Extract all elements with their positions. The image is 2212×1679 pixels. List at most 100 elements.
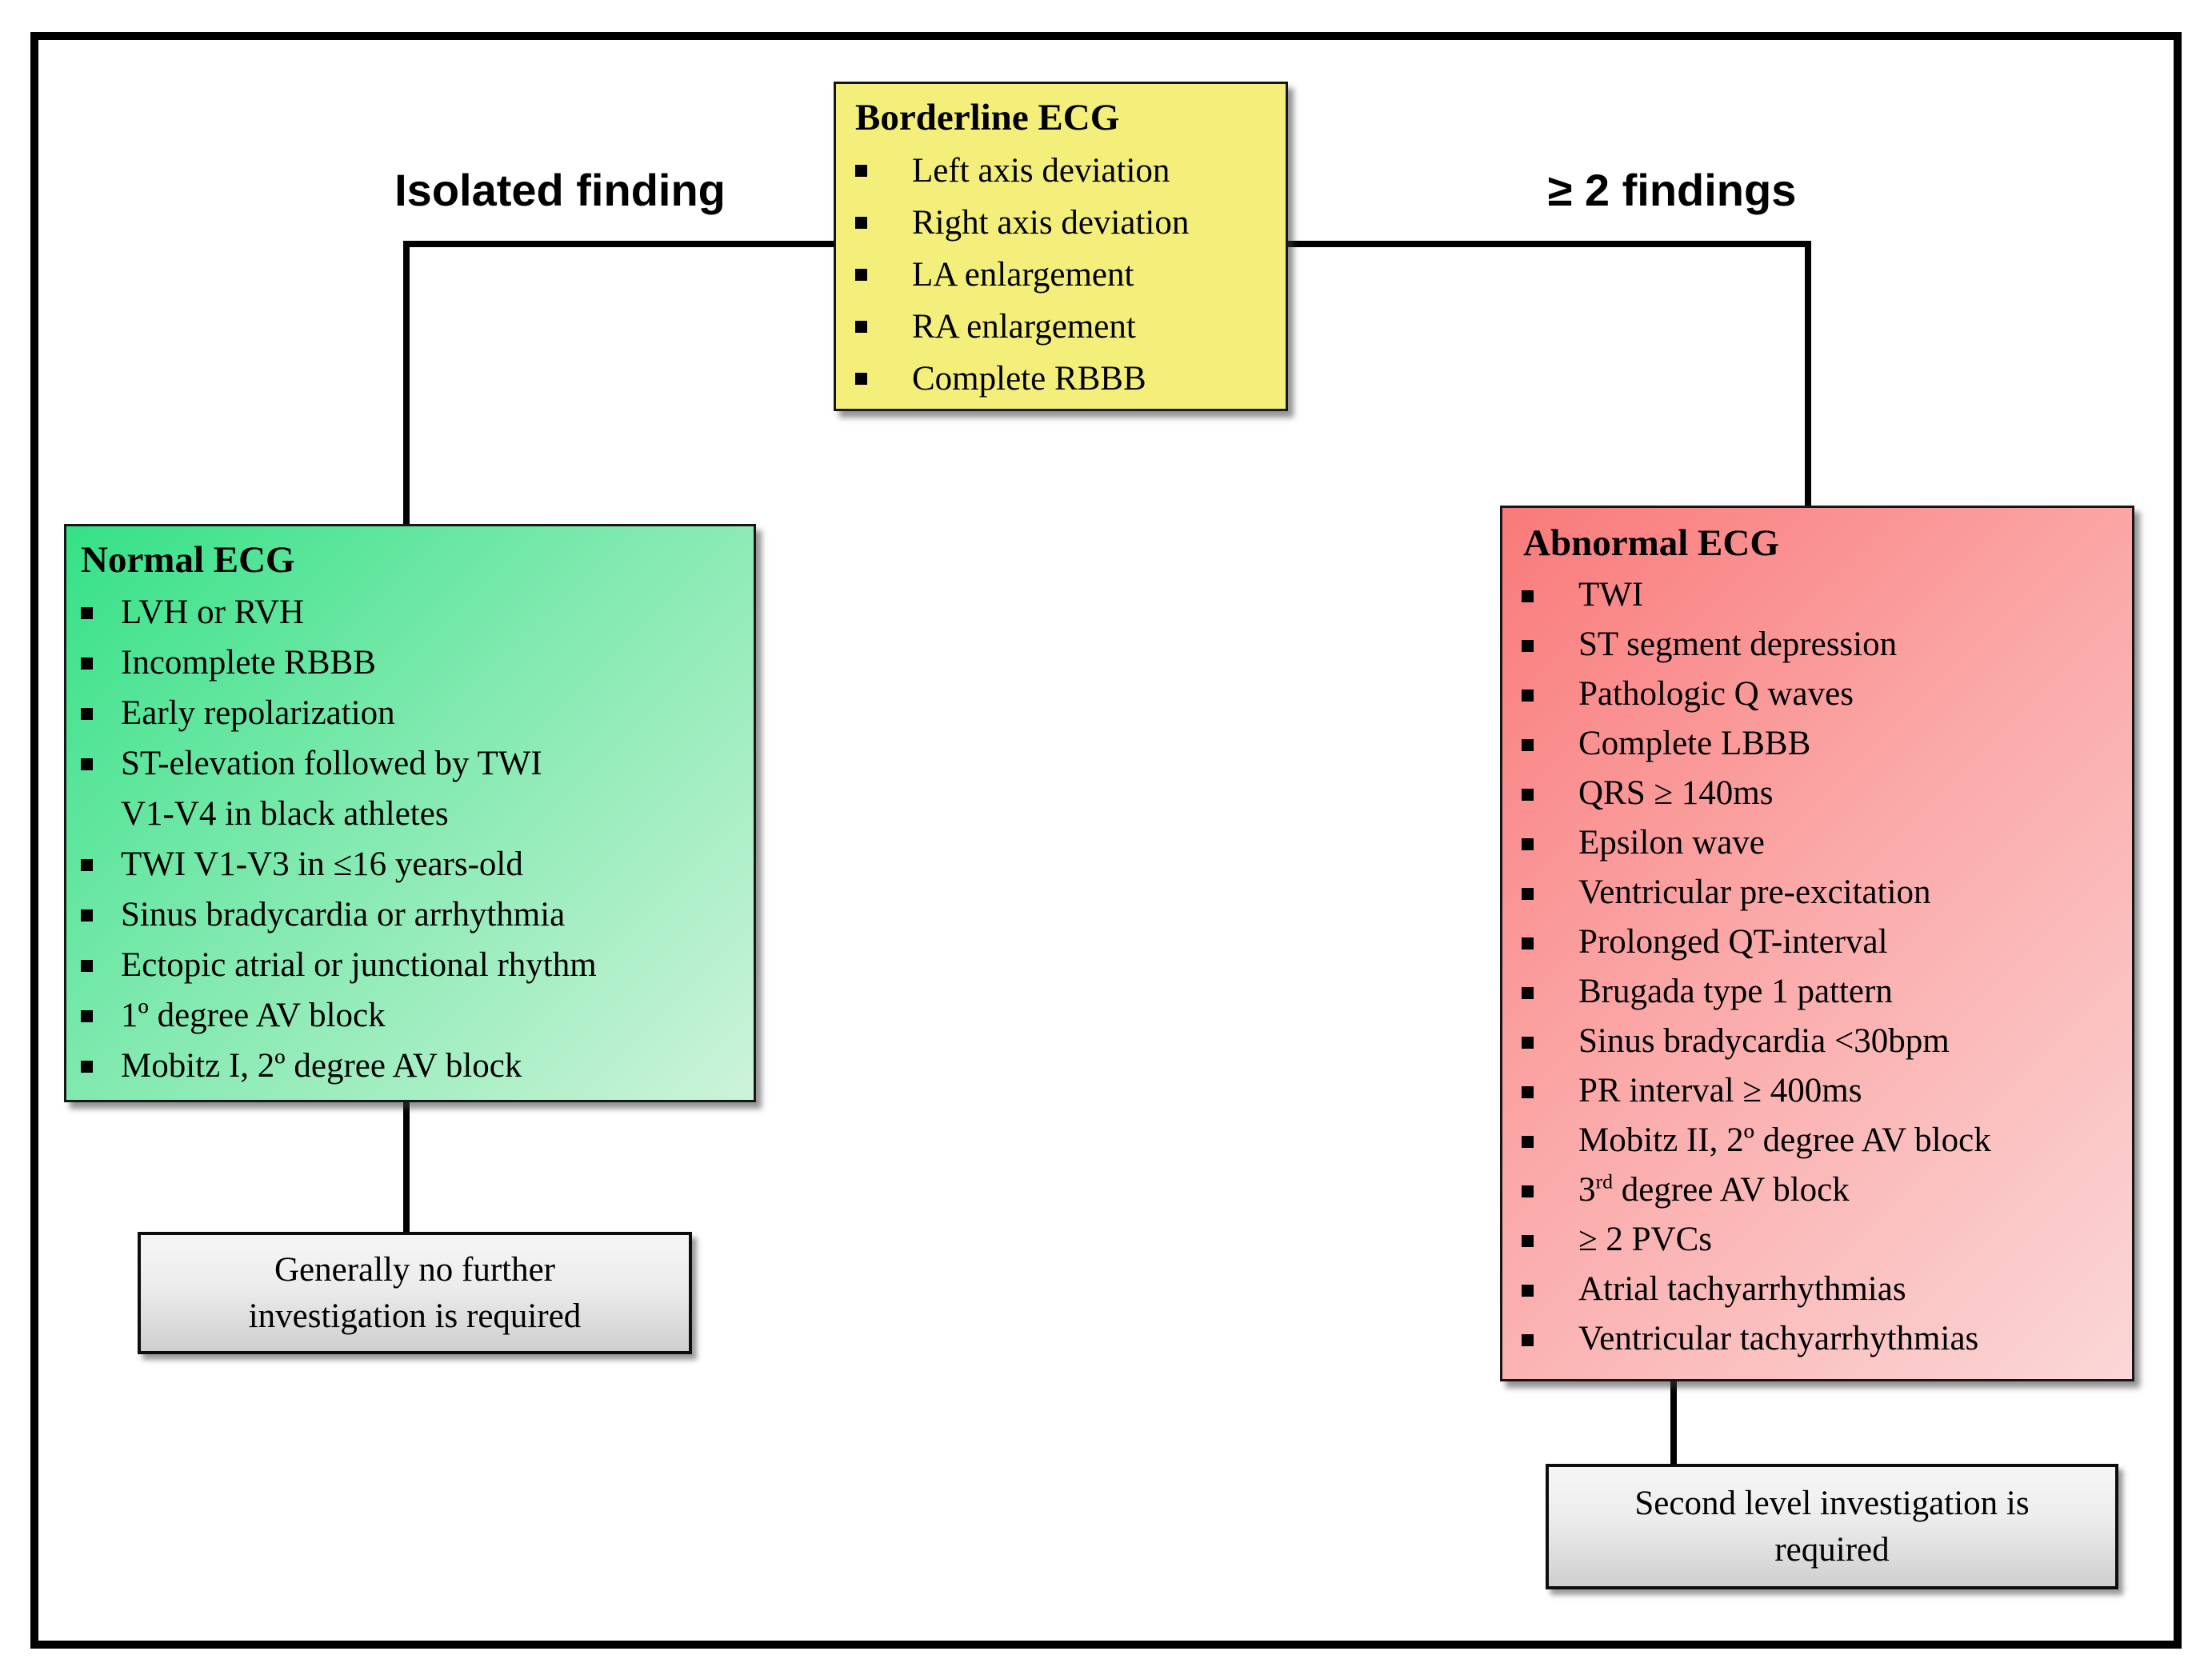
list-item-text: Sinus bradycardia or arrhythmia [121,896,566,933]
borderline-ecg-title: Borderline ECG [855,97,1120,138]
list-item: Ventricular tachyarrhythmias [1502,1314,2132,1364]
bullet-square-icon [81,607,93,619]
normal-ecg-title: Normal ECG [81,539,295,581]
bullet-square-icon [855,373,867,385]
bullet-square-icon [81,909,93,921]
bullet-square-icon [81,708,93,720]
abnormal-outcome-box: Second level investigation is required [1546,1464,2118,1589]
bullet-square-icon [1522,1334,1534,1346]
bullet-square-icon [81,1010,93,1022]
list-item: LA enlargement [836,249,1286,301]
bullet-square-icon [81,859,93,871]
bullet-square-icon [1522,1037,1534,1049]
list-item-text: Atrial tachyarrhythmias [1578,1270,1906,1308]
normal-outcome-text: Generally no further investigation is re… [248,1250,582,1335]
list-item-text: Ventricular tachyarrhythmias [1578,1320,1979,1357]
bullet-square-icon [1522,690,1534,702]
bullet-square-icon [1522,937,1534,949]
list-item: Ventricular pre-excitation [1502,868,2132,917]
list-item: ST segment depression [1502,620,2132,670]
bullet-square-icon [855,217,867,229]
list-item-text: RA enlargement [912,308,1136,346]
list-item-text: LVH or RVH [121,594,305,631]
list-item: TWI [1502,570,2132,620]
list-item: Epsilon wave [1502,818,2132,868]
list-item: 1º degree AV block [66,990,754,1041]
list-item-text: Incomplete RBBB [121,644,376,682]
list-item: Mobitz II, 2º degree AV block [1502,1116,2132,1165]
normal-ecg-box: Normal ECG LVH or RVH Incomplete RBBB Earl… [64,524,756,1102]
bullet-square-icon [1522,838,1534,850]
list-item: Complete RBBB [836,353,1286,405]
bullet-square-icon [1522,1136,1534,1148]
list-item-text: QRS ≥ 140ms [1578,774,1774,812]
list-item: Sinus bradycardia or arrhythmia [66,889,754,940]
list-item-text: Pathologic Q waves [1578,675,1854,713]
bullet-square-icon [1522,987,1534,999]
bullet-square-icon [1522,1235,1534,1247]
list-item: Mobitz I, 2º degree AV block [66,1041,754,1091]
list-item: Prolonged QT-interval [1502,917,2132,967]
list-item: PR interval ≥ 400ms [1502,1066,2132,1116]
list-item: Ectopic atrial or junctional rhythm [66,940,754,990]
connector-vertical-right-top [1805,241,1811,509]
bullet-square-icon [1522,590,1534,602]
list-item: Sinus bradycardia <30bpm [1502,1017,2132,1066]
branch-label-two-findings: ≥ 2 findings [1547,165,1797,215]
list-item: Brugada type 1 pattern [1502,967,2132,1017]
list-item: Incomplete RBBB [66,638,754,688]
list-item: ≥ 2 PVCs [1502,1215,2132,1265]
list-item-text: 1º degree AV block [121,997,386,1034]
bullet-square-icon [855,321,867,333]
list-item-text: Complete LBBB [1578,725,1811,762]
list-item-text: Epsilon wave [1578,824,1765,861]
list-item-text: TWI V1-V3 in ≤16 years-old [121,845,523,883]
list-item-text: Brugada type 1 pattern [1578,973,1893,1010]
normal-outcome-box: Generally no further investigation is re… [138,1232,692,1354]
connector-vertical-left-top [403,241,410,527]
bullet-square-icon [855,269,867,281]
list-item: ST-elevation followed by TWI V1-V4 in bl… [66,738,754,839]
list-item: Left axis deviation [836,145,1286,197]
connector-vertical-left-bottom [403,1099,410,1235]
list-item: Right axis deviation [836,197,1286,249]
list-item-text: 3rd degree AV block [1578,1169,1850,1209]
bullet-square-icon [1522,789,1534,801]
bullet-square-icon [1522,1185,1534,1197]
list-item-text: TWI [1578,576,1644,614]
normal-ecg-list: LVH or RVH Incomplete RBBB Early repolariz… [66,587,754,1091]
list-item: QRS ≥ 140ms [1502,769,2132,818]
bullet-square-icon [81,960,93,972]
bullet-square-icon [1522,739,1534,751]
bullet-square-icon [1522,640,1534,652]
branch-label-isolated-finding: Isolated finding [394,165,726,215]
list-item-text: Ectopic atrial or junctional rhythm [121,946,597,984]
abnormal-outcome-text: Second level investigation is required [1634,1484,2030,1569]
list-item: TWI V1-V3 in ≤16 years-old [66,839,754,889]
abnormal-ecg-title: Abnormal ECG [1523,522,1779,564]
bullet-square-icon [1522,1285,1534,1297]
list-item-text: Left axis deviation [912,152,1170,190]
list-item-text: Sinus bradycardia <30bpm [1578,1022,1950,1060]
list-item: Early repolarization [66,688,754,738]
list-item-text: Early repolarization [121,694,395,732]
bullet-square-icon [855,165,867,177]
list-item-text: Right axis deviation [912,204,1190,242]
bullet-square-icon [81,758,93,770]
connector-horizontal-left [403,241,835,247]
list-item-text: PR interval ≥ 400ms [1578,1072,1862,1109]
list-item-text: Ventricular pre-excitation [1578,873,1931,911]
list-item-text: Complete RBBB [912,360,1146,398]
list-item-text: LA enlargement [912,256,1134,294]
list-item-text: Mobitz II, 2º degree AV block [1578,1121,1991,1159]
list-item-text: ST segment depression [1578,626,1898,663]
list-item: 3rd degree AV block [1502,1165,2132,1215]
bullet-square-icon [81,1061,93,1073]
list-item: Complete LBBB [1502,719,2132,769]
connector-horizontal-right [1288,241,1811,247]
